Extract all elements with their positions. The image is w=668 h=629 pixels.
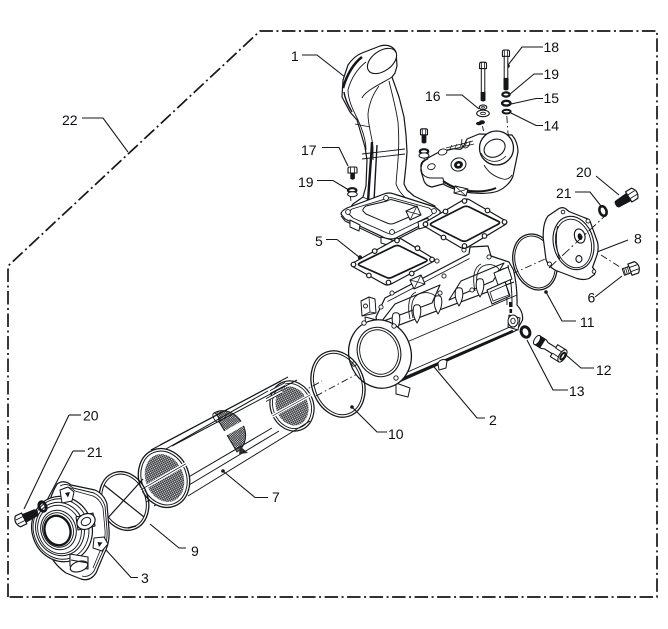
svg-text:2: 2 <box>489 412 497 428</box>
svg-text:14: 14 <box>544 118 560 134</box>
svg-text:8: 8 <box>634 231 642 247</box>
svg-text:20: 20 <box>576 164 592 180</box>
svg-text:1: 1 <box>291 48 299 64</box>
svg-text:17: 17 <box>301 142 317 158</box>
svg-text:18: 18 <box>544 39 560 55</box>
svg-text:9: 9 <box>191 543 199 559</box>
svg-text:21: 21 <box>87 444 103 460</box>
svg-text:10: 10 <box>388 426 404 442</box>
svg-text:22: 22 <box>62 112 78 128</box>
svg-text:15: 15 <box>544 90 560 106</box>
svg-text:5: 5 <box>315 233 323 249</box>
svg-text:3: 3 <box>141 570 149 586</box>
svg-text:20: 20 <box>83 408 99 424</box>
svg-text:16: 16 <box>425 88 441 104</box>
svg-text:21: 21 <box>556 185 572 201</box>
svg-text:11: 11 <box>580 314 595 330</box>
svg-text:19: 19 <box>298 174 314 190</box>
svg-text:7: 7 <box>272 489 280 505</box>
svg-text:19: 19 <box>544 66 560 82</box>
svg-text:6: 6 <box>588 290 596 306</box>
svg-text:12: 12 <box>596 362 612 378</box>
svg-text:13: 13 <box>569 383 585 399</box>
